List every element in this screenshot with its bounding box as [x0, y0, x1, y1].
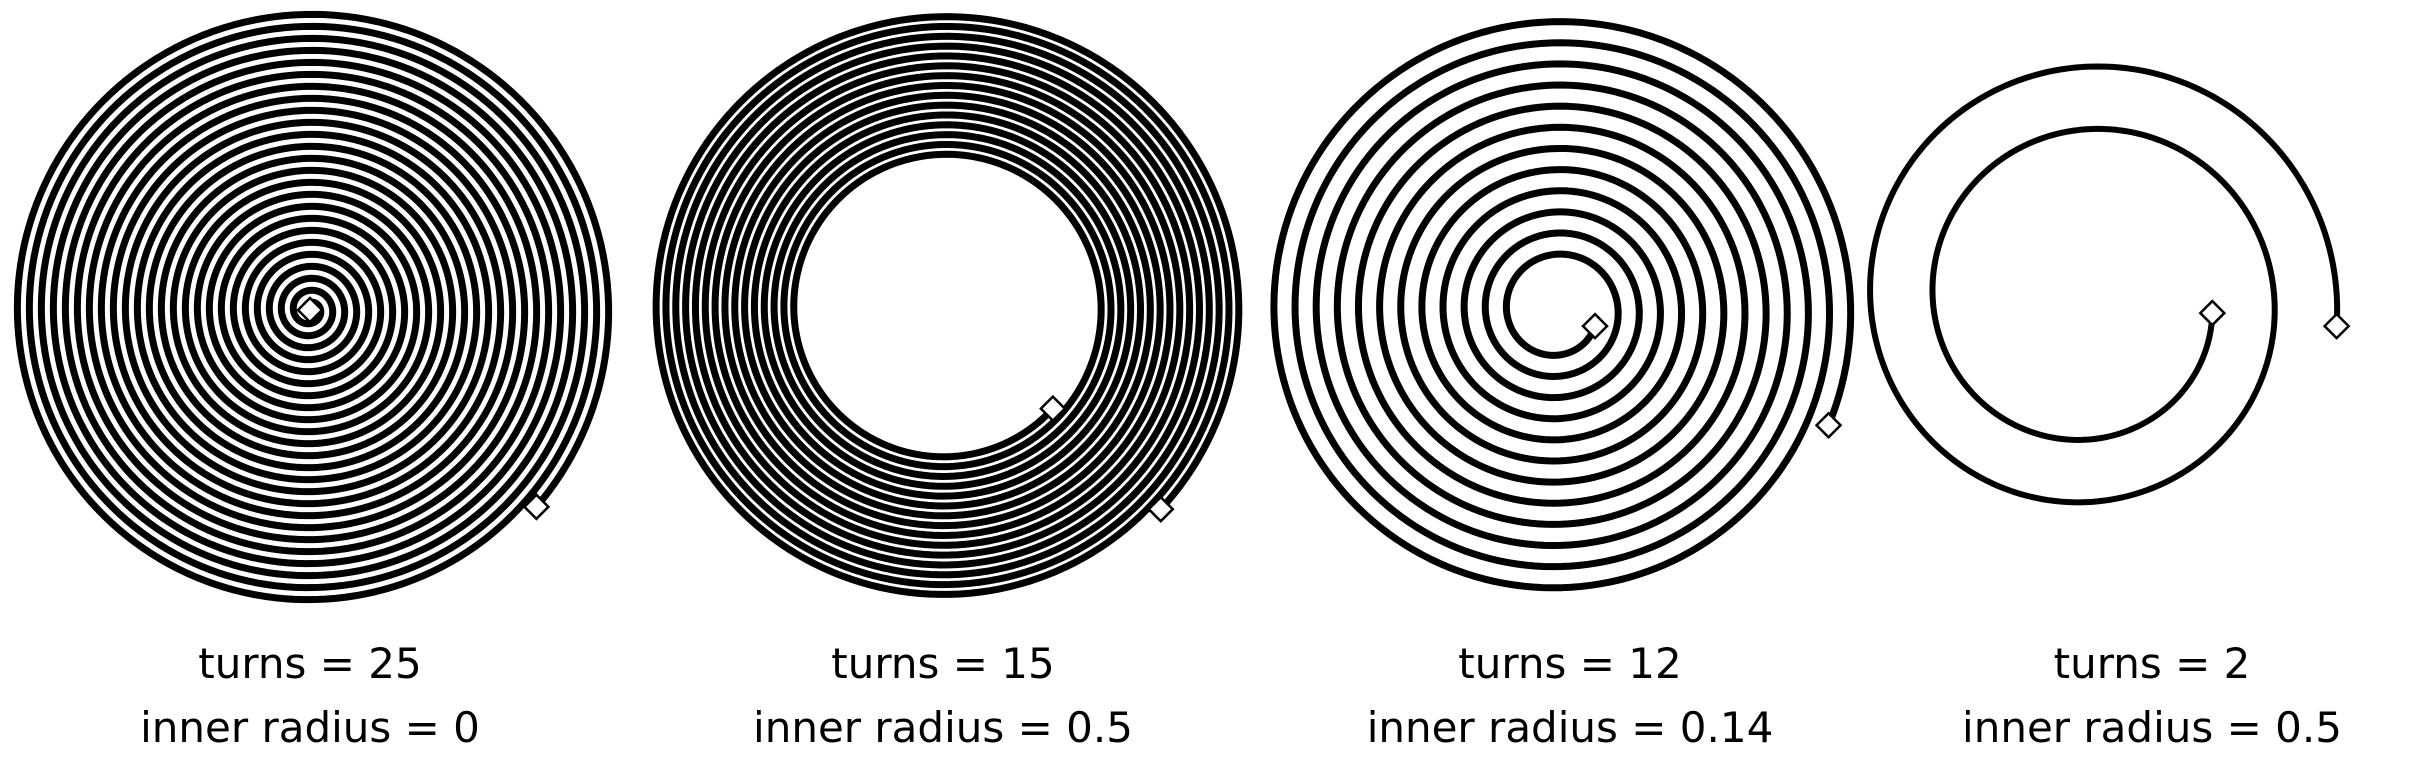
- spiral-curve-3: [1270, 18, 1855, 592]
- spiral-caption-3: turns = 12 inner radius = 0.14: [1270, 632, 1870, 760]
- spiral-4: [1867, 63, 2351, 506]
- turns-label: turns = 2: [2053, 639, 2251, 688]
- spiral-caption-4: turns = 2 inner radius = 0.5: [1852, 632, 2410, 760]
- spiral-curve-4: [1867, 63, 2341, 506]
- turns-label: turns = 12: [1458, 639, 1682, 688]
- start-handle-diamond-icon-2[interactable]: [1039, 394, 1067, 423]
- spiral-1: [13, 10, 613, 604]
- start-handle-diamond-icon-3[interactable]: [1581, 312, 1609, 340]
- spiral-2: [652, 13, 1243, 598]
- inner-radius-label: inner radius = 0: [140, 703, 480, 752]
- start-handle-diamond-icon-4[interactable]: [2198, 299, 2227, 327]
- end-handle-diamond-icon-2[interactable]: [1146, 495, 1175, 523]
- spiral-caption-2: turns = 15 inner radius = 0.5: [643, 632, 1243, 760]
- inner-radius-label: inner radius = 0.14: [1366, 703, 1774, 752]
- turns-label: turns = 15: [831, 639, 1055, 688]
- spiral-curve-1: [13, 10, 613, 604]
- spiral-curve-2: [652, 13, 1243, 598]
- turns-label: turns = 25: [198, 639, 422, 688]
- spiral-3: [1270, 18, 1855, 592]
- start-handle-diamond-icon-1[interactable]: [296, 296, 324, 324]
- inner-radius-label: inner radius = 0.5: [753, 703, 1133, 752]
- inner-radius-label: inner radius = 0.5: [1962, 703, 2342, 752]
- spiral-caption-1: turns = 25 inner radius = 0: [10, 632, 610, 760]
- end-handle-diamond-icon-3[interactable]: [1814, 411, 1843, 440]
- end-handle-diamond-icon-4[interactable]: [2322, 312, 2351, 340]
- end-handle-diamond-icon-1[interactable]: [522, 493, 551, 521]
